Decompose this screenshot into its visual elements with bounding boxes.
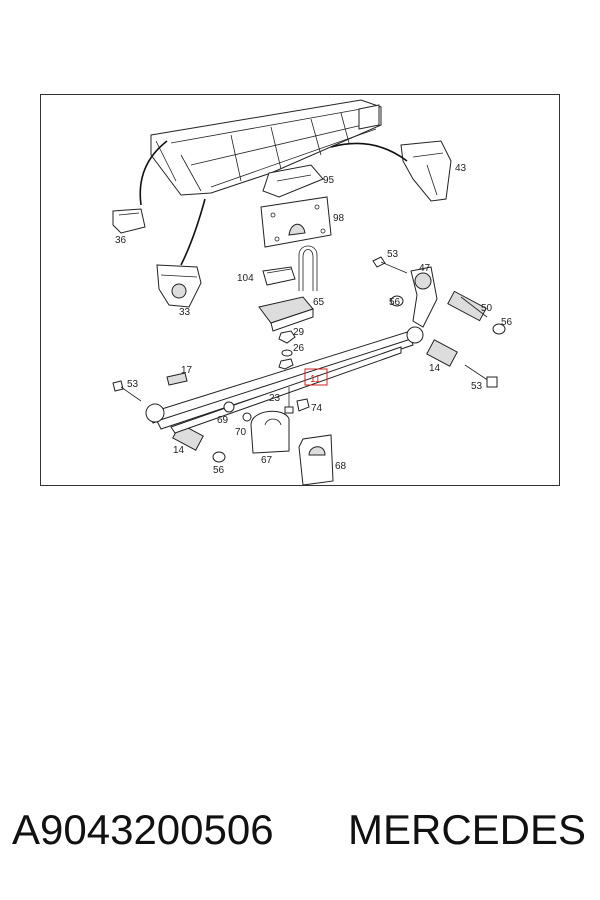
parts-diagram-frame: 43 95 98 36 104 53 47 56 50 56 33 65 29 … (40, 94, 560, 486)
part-43-bracket (400, 140, 452, 202)
part-17-pad (166, 372, 188, 386)
callout-53-left: 53 (127, 379, 139, 390)
part-98-plate (260, 196, 332, 248)
arrow-to-33 (180, 198, 206, 266)
caption-bar: A9043200506 MERCEDES (0, 798, 600, 862)
part-11-highlight (304, 368, 328, 386)
part-95-plate (262, 164, 324, 198)
part-67-bracket (250, 410, 290, 454)
part-number: A9043200506 (12, 806, 274, 853)
part-36-bracket (112, 208, 146, 234)
callout-14-left: 14 (173, 445, 185, 456)
nut-56-right (492, 323, 506, 335)
brand-name: MERCEDES (348, 806, 587, 853)
callout-67: 67 (261, 455, 273, 466)
washer-69 (223, 401, 235, 413)
callout-104: 104 (237, 273, 254, 284)
callout-33: 33 (179, 307, 191, 318)
bolt-53-left (112, 380, 142, 402)
part-65-pad (258, 296, 314, 332)
callout-47: 47 (419, 263, 431, 274)
callout-26: 26 (293, 343, 305, 354)
nut-56-upper (390, 295, 404, 307)
arrow-to-36 (139, 140, 168, 206)
bushing-14-right (426, 339, 458, 367)
callout-17: 17 (181, 365, 193, 376)
callout-14-right: 14 (429, 363, 441, 374)
callout-53-upper: 53 (387, 249, 399, 260)
part-47-shackle (410, 266, 438, 328)
callout-50: 50 (481, 303, 493, 314)
callout-95: 95 (323, 175, 335, 186)
callout-36: 36 (115, 235, 127, 246)
callout-11: 11 (310, 374, 321, 385)
callout-68: 68 (335, 461, 347, 472)
nuts-29-26 (278, 330, 296, 370)
callout-56-right: 56 (501, 317, 513, 328)
u-bolt (298, 245, 318, 291)
callout-43: 43 (455, 163, 467, 174)
callout-56-lower: 56 (213, 465, 225, 476)
arrow-to-43 (330, 142, 408, 162)
washer-70 (242, 412, 252, 422)
part-33-hanger (156, 264, 202, 308)
part-68-mount (298, 434, 334, 486)
exploded-view-diagram: 43 95 98 36 104 53 47 56 50 56 33 65 29 … (112, 99, 513, 486)
callout-56-upper: 56 (389, 297, 401, 308)
callout-74: 74 (311, 403, 323, 414)
callout-98: 98 (333, 213, 345, 224)
callout-29: 29 (293, 327, 305, 338)
bolt-23 (284, 387, 294, 414)
bolt-53-right (464, 364, 498, 388)
nut-56-lower (212, 451, 226, 463)
bushing-50 (447, 290, 488, 322)
callout-69: 69 (217, 415, 229, 426)
callout-53-right: 53 (471, 381, 483, 392)
part-104-block (262, 266, 296, 286)
nut-74 (296, 398, 310, 412)
callout-70: 70 (235, 427, 247, 438)
bolt-53-upper (372, 256, 408, 274)
callout-65: 65 (313, 297, 325, 308)
callout-23: 23 (269, 393, 281, 404)
